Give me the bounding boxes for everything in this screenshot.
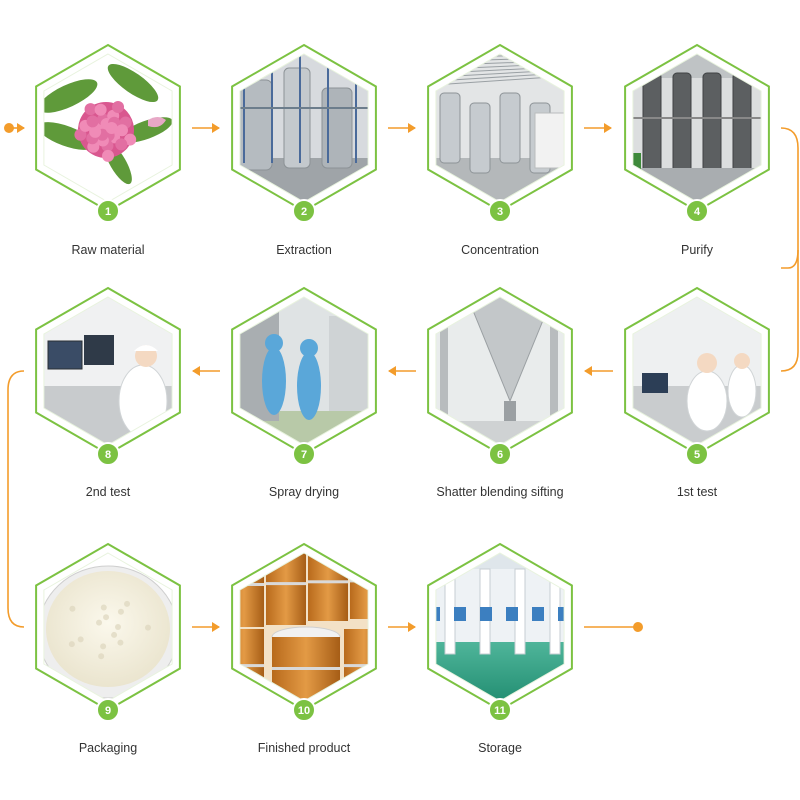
arrow-9-10 <box>212 622 220 632</box>
step-number: 6 <box>497 449 503 461</box>
red-clover-flower-photo <box>43 54 173 202</box>
end-dot <box>633 622 643 632</box>
process-step: 8 <box>35 286 181 466</box>
step-number: 8 <box>105 449 111 461</box>
step-number-badge <box>488 442 512 466</box>
white-powder-in-dish-photo <box>43 553 173 701</box>
process-step: 1 <box>35 43 181 223</box>
step-number: 11 <box>494 705 506 717</box>
step-label: 1st test <box>676 485 718 499</box>
step-number: 5 <box>694 449 700 461</box>
step-label: Shatter blending sifting <box>436 485 564 499</box>
step-number: 4 <box>694 206 701 218</box>
arrow-to-step-1 <box>17 123 25 133</box>
step-number: 10 <box>298 705 310 717</box>
arrow-6-7 <box>388 366 396 376</box>
process-step: 5 <box>624 286 770 466</box>
step-label: Storage <box>478 741 522 755</box>
step-label: 2nd test <box>85 485 131 499</box>
step-number-badge <box>292 199 316 223</box>
step-number: 3 <box>497 206 503 218</box>
arrow-7-8 <box>192 366 200 376</box>
process-step: 3 <box>427 43 573 223</box>
purification-columns-photo <box>632 54 762 202</box>
step-number-badge <box>685 442 709 466</box>
process-step: 11 <box>427 542 573 722</box>
process-step: 4 <box>624 43 770 223</box>
process-step: 2 <box>231 43 377 223</box>
empty-warehouse-photo <box>435 553 565 701</box>
step-number-badge <box>292 698 316 722</box>
arrow-5-6 <box>584 366 592 376</box>
step-label: Purify <box>681 243 713 257</box>
process-step: 6 <box>427 286 573 466</box>
stacked-fiber-drums-photo <box>239 553 369 701</box>
step-number: 2 <box>301 206 307 218</box>
concentration-plant-photo <box>435 54 565 202</box>
step-number-badge <box>96 442 120 466</box>
step-label: Spray drying <box>268 485 340 499</box>
step-label: Finished product <box>257 741 351 755</box>
arrow-3-4 <box>604 123 612 133</box>
extraction-tanks-photo <box>239 54 369 202</box>
step-number: 1 <box>105 206 111 218</box>
workers-at-spray-dryer-photo <box>239 297 369 445</box>
arrow-10-11 <box>408 622 416 632</box>
step-number: 7 <box>301 449 307 461</box>
connector-8-9 <box>7 370 25 628</box>
step-number-badge <box>292 442 316 466</box>
step-label: Concentration <box>461 243 539 257</box>
connector-layer <box>4 123 799 632</box>
lab-technician-at-computer-photo <box>43 297 173 445</box>
step-number-badge <box>488 199 512 223</box>
step-label: Extraction <box>276 243 332 257</box>
step-number-badge <box>488 698 512 722</box>
step-label: Raw material <box>71 243 145 257</box>
step-number: 9 <box>105 705 111 717</box>
connector-4-5 <box>780 250 799 372</box>
conical-blending-hopper-photo <box>435 297 565 445</box>
step-label: Packaging <box>78 741 138 755</box>
process-step: 9 <box>35 542 181 722</box>
arrow-1-2 <box>212 123 220 133</box>
step-number-badge <box>96 199 120 223</box>
step-number-badge <box>685 199 709 223</box>
step-layer: 1 2 3 4 5 6 7 8 9 10 11 <box>35 43 770 722</box>
step-number-badge <box>96 698 120 722</box>
arrow-2-3 <box>408 123 416 133</box>
process-step: 7 <box>231 286 377 466</box>
lab-technicians-at-computer-photo <box>632 297 762 445</box>
process-step: 10 <box>231 542 377 722</box>
